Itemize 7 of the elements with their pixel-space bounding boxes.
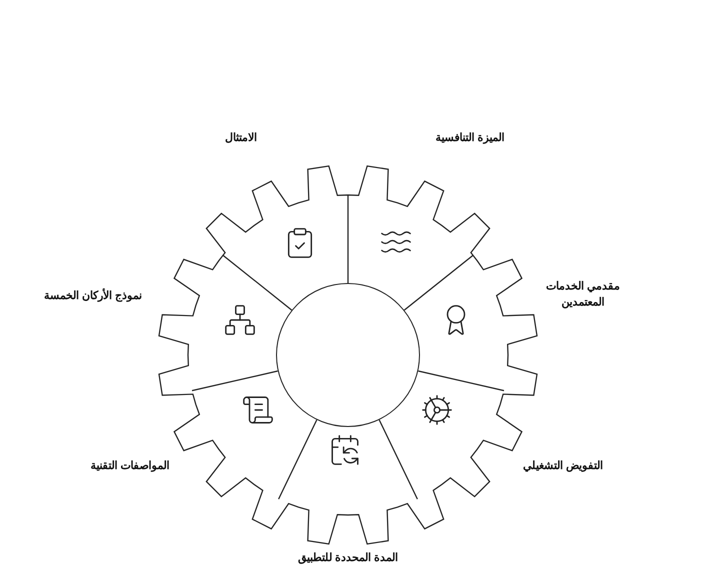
segment-label: مقدمي الخدمات المعتمدين [544, 280, 622, 310]
segment-label: المدة المحددة للتطبيق [298, 551, 398, 566]
segment-label: نموذج الأركان الخمسة [44, 288, 142, 304]
segment-label: المواصفات التقنية [90, 459, 170, 474]
segment-label: التفويض التشغيلي [522, 459, 604, 474]
segment-label: الميزة التنافسية [435, 131, 505, 146]
segment-label: الامتثال [225, 131, 257, 146]
